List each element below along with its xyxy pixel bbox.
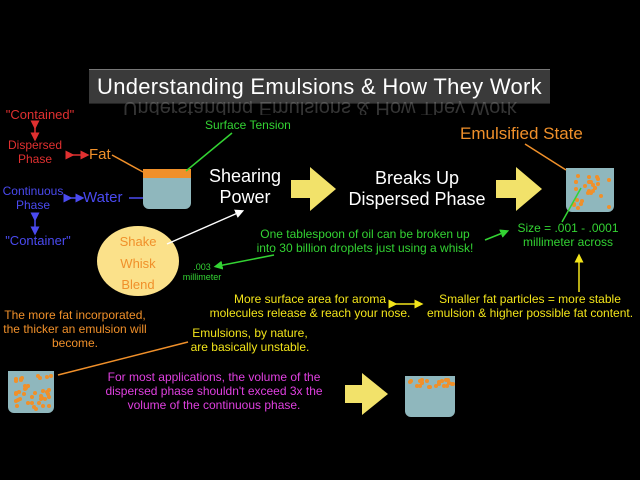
- fat-droplet: [437, 381, 442, 386]
- fat-droplet: [419, 378, 424, 383]
- contained-label: "Contained": [5, 107, 75, 122]
- arrow-right-icon: [345, 373, 388, 415]
- arrow-right-icon: [291, 167, 336, 211]
- breaks-up-label: Breaks Up Dispersed Phase: [348, 168, 486, 209]
- fat-droplet: [449, 381, 454, 386]
- dispersed-phase-label: Dispersed Phase: [7, 138, 63, 166]
- fat-droplet: [34, 407, 39, 412]
- fat-droplet: [15, 397, 20, 402]
- fat-droplet: [607, 178, 612, 183]
- fat-droplet: [41, 389, 45, 394]
- fat-droplet: [22, 391, 27, 396]
- fat-droplet: [418, 384, 423, 389]
- fat-droplet: [14, 391, 19, 396]
- fat-droplet: [427, 384, 431, 389]
- blend-label: Blend: [121, 277, 155, 292]
- fat-droplet: [595, 181, 600, 186]
- unstable-note: Emulsions, by nature, are basically unst…: [190, 326, 310, 354]
- volume-note: For most applications, the volume of the…: [105, 370, 323, 412]
- fat-droplet: [42, 397, 47, 402]
- fat-droplet: [46, 404, 51, 409]
- shake-label: Shake: [119, 234, 157, 249]
- title-bar: Understanding Emulsions & How They Work: [89, 69, 550, 104]
- fat-droplet: [408, 380, 413, 385]
- emulsified-pointer: [524, 143, 567, 171]
- fat-droplet: [593, 185, 598, 190]
- fat-droplet: [29, 401, 34, 406]
- fat-droplet: [31, 405, 36, 410]
- fat-droplet: [25, 383, 30, 388]
- continuous-phase-label: Continuous Phase: [2, 184, 64, 212]
- millimeter-003-note: .003 millimeter: [182, 262, 222, 283]
- fat-droplet: [425, 378, 430, 383]
- emulsified-state-label: Emulsified State: [460, 124, 583, 143]
- fat-droplet: [36, 401, 41, 406]
- fat-droplet: [587, 180, 592, 185]
- fat-droplet: [45, 392, 50, 397]
- fat-droplet: [576, 173, 581, 178]
- arrow-right-icon: [496, 167, 542, 211]
- fat-droplet: [439, 379, 444, 384]
- fat-droplet: [415, 383, 420, 388]
- fat-droplet: [48, 374, 53, 379]
- fat-droplet: [17, 390, 22, 395]
- fat-droplet: [590, 183, 595, 188]
- fat-droplet: [447, 381, 452, 386]
- separated-beaker-icon: [405, 376, 455, 417]
- fat-droplet: [46, 394, 51, 399]
- fat-droplet: [45, 390, 50, 395]
- fat-droplet: [599, 194, 604, 199]
- fat-droplet: [445, 384, 450, 389]
- tablespoon-note: One tablespoon of oil can be broken up i…: [256, 227, 474, 255]
- blend-methods-circle: [97, 226, 179, 296]
- surface-area-note: More surface area for aroma molecules re…: [209, 292, 411, 320]
- fat-droplet: [41, 403, 46, 408]
- fat-droplet: [14, 377, 19, 382]
- more-fat-note: The more fat incorporated, the thicker a…: [3, 308, 147, 350]
- fat-droplet: [574, 179, 579, 184]
- whisk-label: Whisk: [120, 256, 156, 271]
- fat-droplet: [595, 177, 600, 182]
- size-note: Size = .001 - .0001 millimeter across: [517, 221, 619, 249]
- fat-layer: [143, 169, 191, 178]
- fat-droplet: [573, 187, 578, 192]
- fat-droplet: [33, 391, 38, 396]
- fat-droplet: [46, 388, 51, 393]
- fat-droplet: [39, 393, 44, 398]
- fat-droplet: [580, 198, 585, 203]
- container-label: "Container": [5, 233, 71, 248]
- fat-droplet: [591, 188, 596, 193]
- fat-droplet: [585, 190, 590, 195]
- shearing-power-label: Shearing Power: [208, 166, 282, 207]
- fat-droplet: [37, 376, 42, 381]
- fat-droplet: [419, 380, 424, 385]
- fat-droplet: [44, 375, 49, 380]
- fat-droplet: [575, 205, 580, 210]
- fat-droplet: [442, 384, 447, 389]
- surface-tension-label: Surface Tension: [205, 118, 291, 132]
- fat-droplet: [14, 404, 19, 409]
- fat-label: Fat: [89, 146, 111, 163]
- fat-connector: [111, 154, 144, 173]
- fat-droplet: [578, 202, 583, 207]
- fat-droplet: [587, 175, 591, 180]
- fat-droplet: [606, 204, 611, 209]
- fat-droplet: [25, 400, 30, 405]
- fat-droplet: [30, 395, 35, 400]
- fat-droplet: [36, 374, 41, 379]
- fat-droplet: [433, 384, 438, 388]
- fat-droplet: [583, 183, 588, 188]
- fat-droplet: [39, 396, 44, 401]
- fat-droplet: [588, 191, 593, 196]
- title-reflection: Understanding Emulsions & How They Work: [123, 101, 517, 115]
- fat-droplet: [24, 385, 29, 390]
- smaller-particles-note: Smaller fat particles = more stable emul…: [426, 292, 634, 320]
- page-title: Understanding Emulsions & How They Work: [97, 73, 542, 99]
- fat-droplet: [595, 174, 600, 179]
- water-label: Water: [83, 189, 123, 206]
- fat-droplet: [18, 396, 23, 401]
- fat-droplet: [19, 378, 24, 383]
- fat-droplet: [445, 378, 450, 383]
